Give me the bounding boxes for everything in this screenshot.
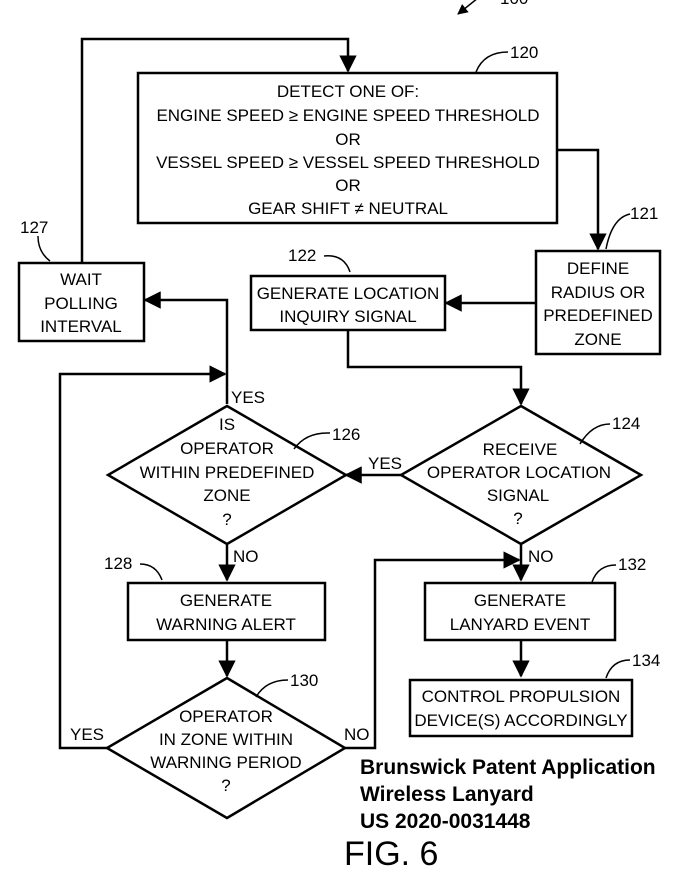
figure-ref-100: 100 [457,0,528,15]
decision-130-line-2: IN ZONE WITHIN [159,730,293,749]
block-132-line-1: GENERATE [474,591,566,610]
ref-132-label: 132 [618,555,646,574]
block-134-line-1: CONTROL PROPULSION [422,687,621,706]
decision-130-line-1: OPERATOR [179,707,273,726]
figure-label: FIG. 6 [344,835,438,873]
decision-130-line-3: WARNING PERIOD [150,753,301,772]
label-126-no: NO [233,547,259,566]
edge-122-to-124 [346,330,530,406]
annotation-line-1: Brunswick Patent Application [360,756,656,779]
decision-126-operator-in-zone: IS OPERATOR WITHIN PREDEFINED ZONE ? [105,404,349,546]
decision-124-line-4: ? [513,509,522,528]
block-134-control-propulsion: CONTROL PROPULSION DEVICE(S) ACCORDINGLY [408,678,634,738]
edge-126-yes-to-127 [143,291,229,404]
block-122-location-inquiry: GENERATE LOCATION INQUIRY SIGNAL [249,274,447,332]
decision-126-line-2: OPERATOR [180,439,274,458]
ref-132: 132 [591,555,646,583]
ref-134: 134 [605,651,660,679]
block-121-line-2: RADIUS OR [551,283,645,302]
figure-ref-label: 100 [500,0,528,8]
label-124-yes: YES [368,454,402,473]
ref-134-label: 134 [632,651,660,670]
block-127-line-3: INTERVAL [40,317,122,336]
connectors [58,37,607,750]
block-132-lanyard-event: GENERATE LANYARD EVENT [423,581,617,642]
block-120-line-5: OR [335,176,361,195]
ref-124-label: 124 [612,414,640,433]
ref-126-label: 126 [332,425,360,444]
ref-122-label: 122 [288,246,316,265]
block-120-line-1: DETECT ONE OF: [277,82,419,101]
ref-130: 130 [255,671,318,698]
ref-122: 122 [288,246,351,273]
block-120-line-6: GEAR SHIFT ≠ NEUTRAL [248,199,448,218]
block-121-line-1: DEFINE [567,259,629,278]
edge-130-no-to-132 [345,551,521,750]
ref-128-label: 128 [104,554,132,573]
decision-124-line-2: OPERATOR LOCATION [427,463,611,482]
label-130-no: NO [344,725,370,744]
ref-124: 124 [579,414,640,445]
decision-124-line-1: RECEIVE [483,440,558,459]
ref-130-label: 130 [290,671,318,690]
block-127-wait-polling: WAIT POLLING INTERVAL [17,261,146,343]
block-120-line-2: ENGINE SPEED ≥ ENGINE SPEED THRESHOLD [156,106,539,125]
block-128-line-1: GENERATE [180,591,272,610]
block-121-line-4: ZONE [574,330,621,349]
decision-126-line-3: WITHIN PREDEFINED [140,463,315,482]
decision-130-line-4: ? [221,776,230,795]
decision-126-line-5: ? [222,510,231,529]
block-127-line-2: POLLING [44,294,118,313]
block-128-line-2: WARNING ALERT [156,615,296,634]
patent-annotation: Brunswick Patent Application Wireless La… [360,756,656,833]
label-124-no: NO [528,547,554,566]
edge-130-yes-loop [58,365,227,750]
ref-120: 120 [475,43,538,73]
decision-124-line-3: SIGNAL [487,486,549,505]
ref-127: 127 [20,218,51,262]
edge-loop-to-120 [80,37,357,262]
block-122-line-2: INQUIRY SIGNAL [279,307,416,326]
block-120-detect: DETECT ONE OF: ENGINE SPEED ≥ ENGINE SPE… [136,71,559,225]
edge-120-to-121 [557,148,607,251]
decision-124-receive-signal: RECEIVE OPERATOR LOCATION SIGNAL ? [398,404,644,546]
decision-126-line-4: ZONE [203,486,250,505]
decision-130-in-warning-period: OPERATOR IN ZONE WITHIN WARNING PERIOD ? [104,676,348,820]
block-128-warning-alert: GENERATE WARNING ALERT [126,581,327,642]
label-126-yes: YES [231,388,265,407]
annotation-line-2: Wireless Lanyard [360,783,534,806]
decision-126-line-1: IS [219,415,235,434]
ref-121-label: 121 [630,204,658,223]
ref-128: 128 [104,554,163,581]
ref-126: 126 [293,425,360,450]
ref-121: 121 [605,204,658,250]
label-130-yes: YES [70,725,104,744]
ref-120-label: 120 [510,43,538,62]
ref-127-label: 127 [20,218,48,237]
block-134-line-2: DEVICE(S) ACCORDINGLY [414,711,627,730]
block-120-line-4: VESSEL SPEED ≥ VESSEL SPEED THRESHOLD [156,153,540,172]
annotation-line-3: US 2020-0031448 [360,810,531,833]
block-132-line-2: LANYARD EVENT [450,615,590,634]
block-127-line-1: WAIT [60,270,102,289]
block-122-line-1: GENERATE LOCATION [257,284,440,303]
block-120-line-3: OR [335,130,361,149]
block-121-define-zone: DEFINE RADIUS OR PREDEFINED ZONE [534,249,662,356]
block-121-line-3: PREDEFINED [543,306,653,325]
